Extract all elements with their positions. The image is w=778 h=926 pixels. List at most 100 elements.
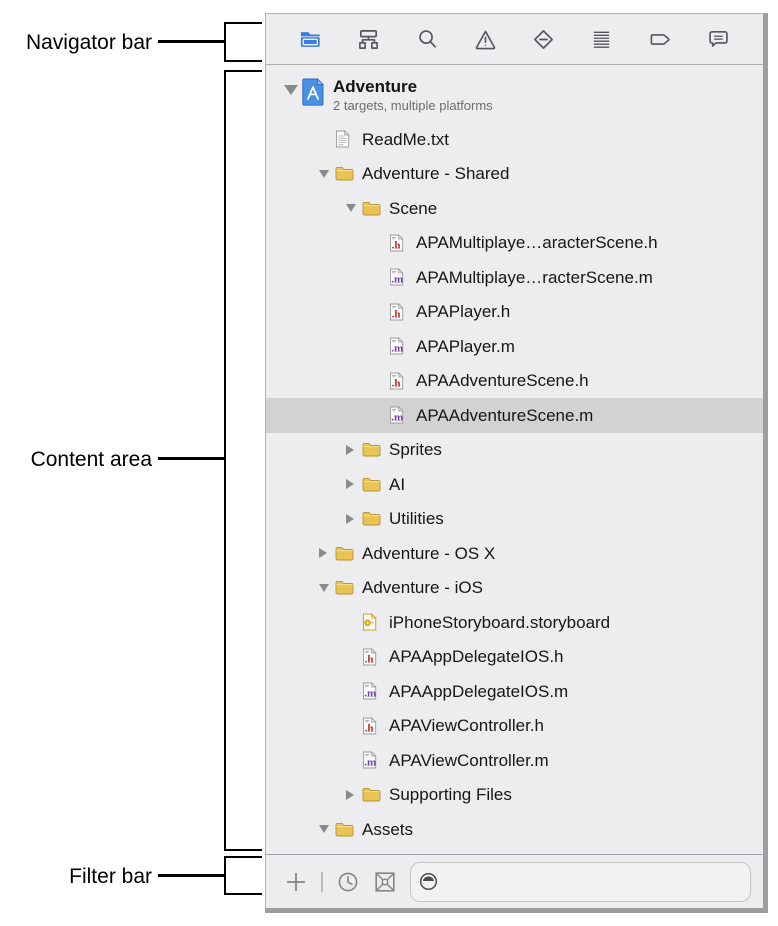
header-file-icon: .h <box>362 647 382 666</box>
storyboard-file-icon <box>362 613 382 631</box>
project-navigator-folder-icon[interactable] <box>299 28 322 51</box>
tree-row-group[interactable]: Supporting Files <box>266 778 763 813</box>
folder-icon <box>335 580 355 595</box>
xcode-project-icon <box>302 78 325 106</box>
disclosure-triangle[interactable] <box>284 78 302 95</box>
filter-bar-divider <box>321 871 323 892</box>
tree-row-label: ReadMe.txt <box>362 129 449 149</box>
issue-navigator-icon[interactable] <box>474 28 497 51</box>
filter-bar-label: Filter bar <box>69 865 152 888</box>
tree-row-label: APAAdventureScene.m <box>416 405 594 425</box>
tree-row-file[interactable]: iPhoneStoryboard.storyboard <box>266 605 763 640</box>
disclosure-triangle[interactable] <box>346 204 362 213</box>
tree-row-label: Assets <box>362 819 414 839</box>
tree-row-group[interactable]: Adventure - Shared <box>266 157 763 192</box>
content-area-callout-line <box>158 457 224 460</box>
tree-row-group[interactable]: AI <box>266 467 763 502</box>
svg-text:.h: .h <box>365 722 374 734</box>
svg-text:.m: .m <box>364 688 376 700</box>
filter-bar-bracket <box>224 856 262 895</box>
tree-row-file[interactable]: .h APAViewController.h <box>266 709 763 744</box>
header-file-icon: .h <box>362 716 382 735</box>
svg-text:.m: .m <box>364 757 376 769</box>
tree-row-file[interactable]: .m APAMultiplaye…racterScene.m <box>266 260 763 295</box>
text-file-icon <box>335 130 355 148</box>
implementation-file-icon: .m <box>362 751 382 769</box>
folder-icon <box>362 442 382 457</box>
tree-row-label: Supporting Files <box>389 785 512 805</box>
folder-icon <box>335 822 355 837</box>
filter-circle-icon[interactable] <box>419 872 438 891</box>
svg-text:.h: .h <box>365 653 374 665</box>
tree-row-label: Adventure - iOS <box>362 578 483 598</box>
disclosure-triangle[interactable] <box>319 583 335 592</box>
header-file-icon: .h <box>389 302 409 321</box>
tree-row-label: APAMultiplaye…racterScene.m <box>416 267 653 287</box>
folder-icon <box>362 787 382 802</box>
tree-row-group[interactable]: Utilities <box>266 502 763 537</box>
report-navigator-icon[interactable] <box>707 28 730 51</box>
svg-text:.h: .h <box>392 377 401 389</box>
disclosure-triangle[interactable] <box>319 825 335 834</box>
tree-row-label: APAPlayer.h <box>416 302 511 322</box>
svg-text:.m: .m <box>391 412 403 424</box>
tree-row-group[interactable]: Scene <box>266 191 763 226</box>
tree-row-group[interactable]: Sprites <box>266 433 763 468</box>
disclosure-triangle[interactable] <box>319 548 335 559</box>
svg-text:.h: .h <box>392 239 401 251</box>
find-navigator-icon[interactable] <box>416 28 439 51</box>
tree-row-label: Utilities <box>389 509 444 529</box>
tree-row-file[interactable]: .h APAAppDelegateIOS.h <box>266 640 763 675</box>
implementation-file-icon: .m <box>362 682 382 700</box>
header-file-icon: .h <box>389 371 409 390</box>
implementation-file-icon: .m <box>389 268 409 286</box>
scm-status-icon[interactable] <box>373 870 397 894</box>
project-title: Adventure <box>333 77 418 96</box>
svg-text:.m: .m <box>391 274 403 286</box>
folder-icon <box>335 166 355 181</box>
breakpoint-navigator-icon[interactable] <box>649 28 672 51</box>
disclosure-triangle[interactable] <box>319 169 335 178</box>
tree-row-label: Adventure - OS X <box>362 543 496 563</box>
content-area-bracket <box>224 70 262 851</box>
tree-row-group[interactable]: Assets <box>266 812 763 847</box>
test-navigator-icon[interactable] <box>532 28 555 51</box>
tree-row-file[interactable]: .m APAViewController.m <box>266 743 763 778</box>
navigator-bar-label: Navigator bar <box>25 31 152 54</box>
recent-files-clock-icon[interactable] <box>336 870 360 894</box>
tree-row-group[interactable]: Adventure - OS X <box>266 536 763 571</box>
disclosure-triangle[interactable] <box>346 479 362 490</box>
navigator-bar-callout-line <box>158 40 224 43</box>
tree-row-label: APAAppDelegateIOS.h <box>389 647 564 667</box>
navigator-bar <box>266 14 763 65</box>
add-icon[interactable] <box>284 870 308 894</box>
tree-row-group[interactable]: Adventure - iOS <box>266 571 763 606</box>
tree-row-label: Scene <box>389 198 438 218</box>
disclosure-triangle[interactable] <box>346 444 362 455</box>
tree-row-file[interactable]: .m APAAdventureScene.m <box>266 398 763 433</box>
svg-text:.h: .h <box>392 308 401 320</box>
tree-row-file[interactable]: ReadMe.txt <box>266 122 763 157</box>
debug-navigator-icon[interactable] <box>590 28 613 51</box>
tree-row-label: Sprites <box>389 440 442 460</box>
folder-icon <box>335 546 355 561</box>
tree-row-label: AI <box>389 474 406 494</box>
navigator-bar-bracket <box>224 22 262 62</box>
filter-bar-callout-line <box>158 874 224 877</box>
tree-row-label: APAViewController.h <box>389 716 544 736</box>
tree-row-label: iPhoneStoryboard.storyboard <box>389 612 611 632</box>
disclosure-triangle[interactable] <box>346 513 362 524</box>
folder-icon <box>362 477 382 492</box>
tree-row-file[interactable]: .h APAPlayer.h <box>266 295 763 330</box>
tree-row-label: APAViewController.m <box>389 750 549 770</box>
symbol-navigator-icon[interactable] <box>357 28 380 51</box>
filter-input[interactable] <box>410 861 751 902</box>
disclosure-triangle[interactable] <box>346 789 362 800</box>
